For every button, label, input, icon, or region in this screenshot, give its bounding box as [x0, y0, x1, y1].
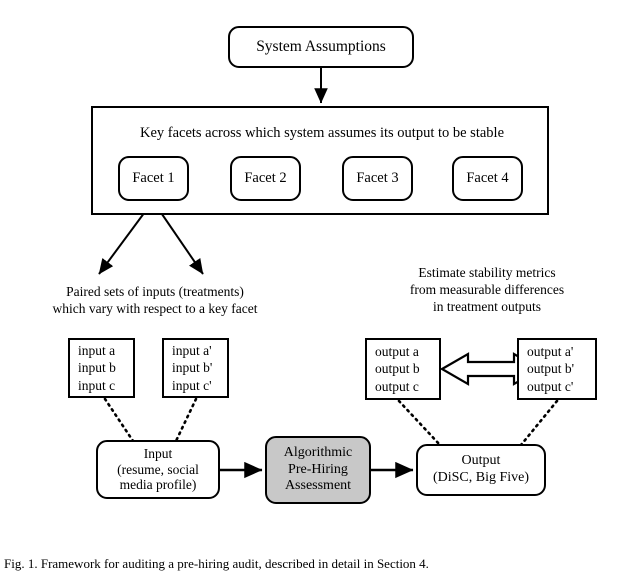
key-facets-title: Key facets across which system assumes i…: [139, 125, 505, 141]
dotted-output-node-to-output-b: [519, 399, 559, 447]
output-set-b-box[interactable]: output a' output b' output c': [517, 338, 597, 400]
output-set-a-box[interactable]: output a output b output c: [365, 338, 441, 400]
input-set-b-line-1: input a': [172, 342, 212, 358]
facet-box-1[interactable]: Facet 1: [118, 156, 189, 201]
facet-box-2[interactable]: Facet 2: [230, 156, 301, 201]
output-set-b-line-3: output c': [527, 378, 574, 394]
output-node-box[interactable]: Output (DiSC, Big Five): [416, 444, 546, 496]
facet-label-2: Facet 2: [244, 169, 287, 186]
paired-sets-annotation: Paired sets of inputs (treatments) which…: [20, 283, 290, 317]
dotted-output-node-to-output-a: [397, 399, 442, 447]
assessment-line-1: Algorithmic: [283, 445, 353, 461]
facet-box-3[interactable]: Facet 3: [342, 156, 413, 201]
output-node-line-1: Output: [461, 453, 501, 469]
facet-label-1: Facet 1: [132, 169, 175, 186]
input-set-a-line-2: input b: [78, 360, 116, 376]
output-set-a-line-1: output a: [375, 343, 419, 359]
input-set-b-line-2: input b': [172, 360, 213, 376]
output-set-b-line-1: output a': [527, 343, 574, 359]
dotted-input-a-to-input-node: [103, 397, 135, 443]
paired-sets-line-1: Paired sets of inputs (treatments): [66, 284, 244, 299]
estimate-line-2: from measurable differences: [409, 282, 565, 297]
output-set-b-line-2: output b': [527, 361, 575, 377]
input-node-line-2: (resume, social: [117, 461, 199, 477]
paired-sets-line-2: which vary with respect to a key facet: [52, 301, 258, 316]
input-node-line-1: Input: [143, 445, 173, 461]
estimate-line-3: in treatment outputs: [433, 299, 541, 314]
facet-label-4: Facet 4: [466, 169, 509, 186]
facet-box-4[interactable]: Facet 4: [452, 156, 523, 201]
input-node-line-3: media profile): [119, 477, 197, 493]
figure-caption: Fig. 1. Framework for auditing a pre-hir…: [4, 556, 429, 571]
estimate-line-1: Estimate stability metrics: [418, 265, 556, 280]
input-node-box[interactable]: Input (resume, social media profile): [96, 440, 220, 499]
dotted-input-b-to-input-node: [174, 397, 198, 443]
input-set-a-line-1: input a: [78, 342, 116, 358]
output-set-a-line-3: output c: [375, 378, 419, 394]
facet-label-3: Facet 3: [356, 169, 399, 186]
input-set-b-box[interactable]: input a' input b' input c': [162, 338, 229, 398]
system-assumptions-box[interactable]: System Assumptions: [228, 26, 414, 68]
output-set-a-line-2: output b: [375, 361, 420, 377]
system-assumptions-label: System Assumptions: [256, 37, 386, 55]
output-node-line-2: (DiSC, Big Five): [432, 470, 530, 485]
input-set-a-box[interactable]: input a input b input c: [68, 338, 135, 398]
estimate-stability-annotation: Estimate stability metrics from measurab…: [382, 264, 592, 315]
assessment-line-3: Assessment: [284, 478, 352, 494]
assessment-line-2: Pre-Hiring: [288, 461, 348, 477]
input-set-a-line-3: input c: [78, 377, 116, 393]
input-set-b-line-3: input c': [172, 377, 212, 393]
algorithmic-assessment-box[interactable]: Algorithmic Pre-Hiring Assessment: [265, 436, 371, 504]
